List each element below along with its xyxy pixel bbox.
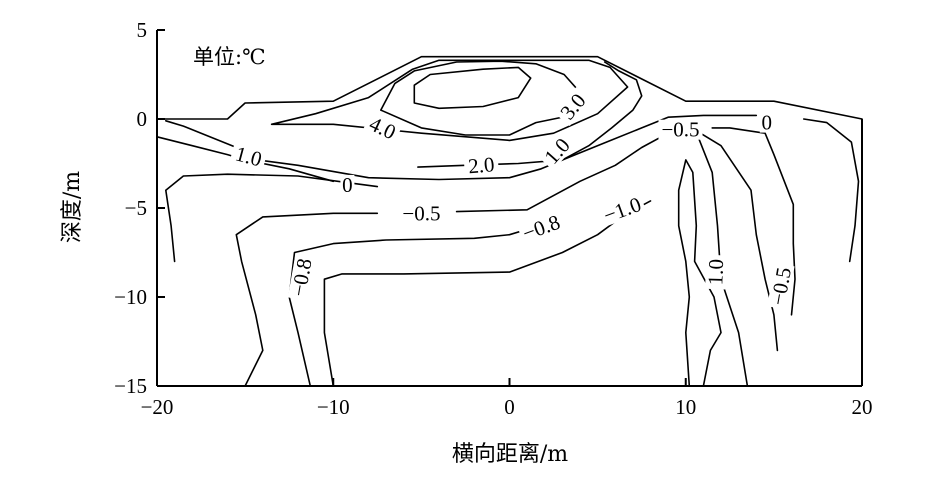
contour-label: −0.5: [661, 118, 699, 142]
contour-line: [417, 61, 643, 168]
contour-label-bg: [598, 192, 647, 227]
contour-label-bg: [399, 203, 444, 224]
contour-label-bg: [767, 262, 795, 310]
contour-lines: [156, 55, 863, 387]
contour-line: [270, 59, 629, 142]
contour-label-group: −0.5: [399, 201, 444, 225]
contour-label-bg: [517, 210, 566, 245]
contour-label-group: 4.0: [362, 111, 403, 145]
contour-label-bg: [463, 153, 500, 177]
y-axis-label: 深度/m: [60, 171, 85, 243]
contour-label-bg: [554, 87, 592, 126]
contour-label-group: 1.0: [229, 141, 268, 171]
contour-line: [165, 120, 246, 152]
contour-label-bg: [287, 253, 316, 301]
contour-line: [697, 136, 749, 387]
contour-label: 0: [342, 173, 353, 197]
contour-label-group: 0: [759, 111, 774, 135]
contour-label: 1.0: [539, 133, 574, 169]
x-tick-label: −20: [141, 395, 174, 419]
contour-label-bg: [705, 254, 727, 290]
contour-label-bg: [759, 112, 774, 133]
contour-line: [379, 60, 581, 136]
contour-label-group: 3.0: [554, 87, 592, 126]
unit-note: 单位:℃: [193, 45, 266, 69]
x-tick-label: 0: [504, 395, 515, 419]
contour-line: [455, 132, 669, 213]
contour-label-group: 2.0: [463, 152, 500, 178]
contour-label: 2.0: [467, 152, 495, 178]
contour-label-group: 1.0: [538, 131, 576, 171]
x-tick-label: 10: [675, 395, 696, 419]
contour-label-bg: [340, 174, 355, 195]
contour-label-bg: [229, 142, 268, 171]
contour-label-group: 0: [340, 173, 355, 197]
y-tick-label: −5: [125, 196, 147, 220]
contour-label: −0.5: [766, 265, 796, 307]
contour-label: −1.0: [600, 192, 644, 228]
contour-label: 1.0: [703, 259, 728, 286]
contour-labels: 4.0 3.0 2.0 1.0 1.0 0 −0.5 −0.8 −1.0 −0.8 −0.5 0 1.0…: [229, 87, 796, 310]
contour-label: −0.8: [286, 257, 316, 299]
x-tick-label: −10: [317, 395, 350, 419]
contour-label-bg: [658, 119, 703, 140]
contour-label: −0.8: [519, 210, 563, 246]
y-tick-label: −15: [114, 374, 147, 398]
y-tick-label: 0: [137, 107, 148, 131]
contour-line: [802, 118, 860, 263]
contour-line: [235, 212, 379, 387]
contour-label-group: −0.5: [658, 118, 703, 142]
contour-label-group: −0.5: [766, 262, 796, 310]
contour-label-bg: [538, 131, 576, 171]
contour-label-bg: [362, 111, 403, 145]
contour-line: [413, 66, 532, 110]
contour-label: 0: [762, 111, 773, 135]
contour-line: [684, 123, 779, 352]
y-tick-label: 5: [137, 18, 148, 42]
contour-line: [677, 159, 722, 387]
ground-surface-line: [156, 55, 863, 120]
contour-label-group: −0.8: [286, 253, 317, 301]
contour-line: [288, 228, 528, 387]
contour-label: −0.5: [402, 201, 440, 225]
x-axis-label: 横向距离/m: [452, 442, 568, 467]
x-tick-label: 20: [852, 395, 873, 419]
contour-label-group: −1.0: [598, 192, 647, 228]
y-tick-label: −10: [114, 285, 147, 309]
contour-label-group: 1.0: [703, 254, 728, 290]
contour-line: [711, 127, 796, 316]
axes: 5 0 −5 −10 −15−20 −10 0 10 20: [114, 18, 872, 419]
contour-label-group: −0.8: [517, 210, 566, 246]
contour-line: [323, 200, 652, 387]
